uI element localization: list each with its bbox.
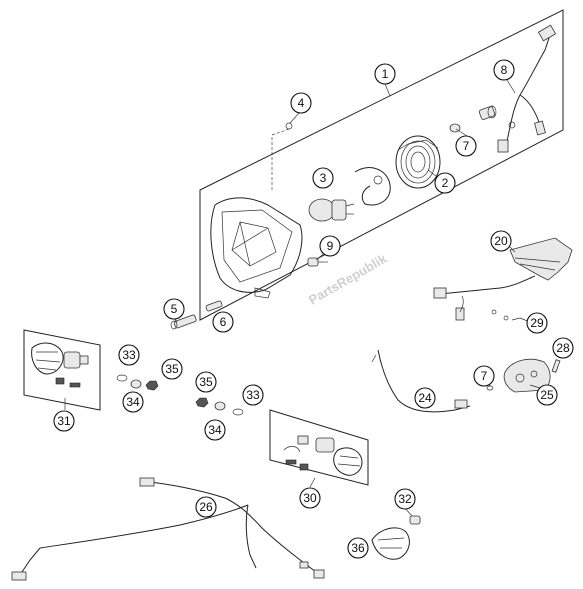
screw-part-28 xyxy=(551,359,561,373)
turn-signal-lens xyxy=(371,527,410,560)
callout-35-right: 35 xyxy=(195,371,217,393)
svg-text:35: 35 xyxy=(199,375,213,389)
rear-wiring-harness xyxy=(433,275,536,321)
svg-text:34: 34 xyxy=(208,423,222,437)
callout-8: 8 xyxy=(493,59,515,81)
callout-9: 9 xyxy=(319,235,341,257)
callout-34-right: 34 xyxy=(204,419,226,441)
headlight-housing xyxy=(210,197,303,299)
parking-bulb-parts xyxy=(449,105,497,133)
svg-text:7: 7 xyxy=(463,139,470,153)
callout-25: 25 xyxy=(536,384,558,406)
svg-text:20: 20 xyxy=(494,234,508,248)
turn-signal-wiring-harness xyxy=(11,477,325,581)
callout-29: 29 xyxy=(526,312,548,334)
callout-24: 24 xyxy=(414,387,436,409)
callout-3: 3 xyxy=(312,167,334,189)
svg-text:34: 34 xyxy=(126,395,140,409)
callout-1: 1 xyxy=(374,63,396,85)
svg-text:32: 32 xyxy=(398,492,412,506)
callout-4: 4 xyxy=(290,92,312,114)
callout-6: 6 xyxy=(212,311,234,333)
svg-text:4: 4 xyxy=(298,96,305,110)
rear-light-bracket xyxy=(509,237,573,281)
turn-signal-bulb xyxy=(409,515,421,525)
mounting-bolt xyxy=(170,314,197,330)
svg-text:35: 35 xyxy=(165,362,179,376)
headlight-assembly-frame xyxy=(199,9,564,321)
front-right-turn-signal-frame xyxy=(269,409,369,486)
callout-33-left: 33 xyxy=(118,344,140,366)
callout-28: 28 xyxy=(552,337,574,359)
svg-text:7: 7 xyxy=(481,369,488,383)
callout-32: 32 xyxy=(394,488,416,510)
headlight-wiring-harness xyxy=(497,24,557,153)
screw-part-4 xyxy=(271,122,293,190)
svg-text:2: 2 xyxy=(442,176,449,190)
front-left-turn-signal-frame xyxy=(23,329,101,411)
svg-text:5: 5 xyxy=(171,302,178,316)
callout-26: 26 xyxy=(195,496,217,518)
svg-text:24: 24 xyxy=(418,391,432,405)
svg-text:6: 6 xyxy=(220,315,227,329)
callout-36: 36 xyxy=(347,537,369,559)
svg-text:28: 28 xyxy=(556,341,570,355)
washer-nut-left-group xyxy=(116,374,159,391)
svg-text:36: 36 xyxy=(351,541,365,555)
watermark: PartsRepublik xyxy=(306,251,390,308)
svg-text:8: 8 xyxy=(501,63,508,77)
svg-text:3: 3 xyxy=(320,171,327,185)
svg-text:33: 33 xyxy=(246,388,260,402)
license-light-cable xyxy=(371,349,471,413)
svg-text:31: 31 xyxy=(57,414,71,428)
callout-2: 2 xyxy=(434,172,456,194)
license-plate-light xyxy=(486,358,551,393)
callout-31: 31 xyxy=(53,410,75,432)
headlight-bulb xyxy=(308,198,355,222)
svg-text:26: 26 xyxy=(199,500,213,514)
callout-30: 30 xyxy=(299,487,321,509)
svg-text:25: 25 xyxy=(540,388,554,402)
adjusting-screw xyxy=(307,257,328,267)
bulb-retainer-clip xyxy=(354,167,391,206)
rubber-dust-cap xyxy=(395,135,441,189)
svg-text:33: 33 xyxy=(122,348,136,362)
callout-35-left: 35 xyxy=(161,358,183,380)
callout-5: 5 xyxy=(163,298,185,320)
svg-text:29: 29 xyxy=(530,316,544,330)
callout-33-right: 33 xyxy=(242,384,264,406)
svg-text:30: 30 xyxy=(303,491,317,505)
callout-7-headlight: 7 xyxy=(455,135,477,157)
svg-text:9: 9 xyxy=(327,239,334,253)
washer-nut-right-group xyxy=(195,397,244,416)
callout-34-left: 34 xyxy=(122,391,144,413)
callout-7-rear: 7 xyxy=(473,365,495,387)
callout-20: 20 xyxy=(490,230,512,252)
svg-text:1: 1 xyxy=(382,67,389,81)
mounting-sleeve xyxy=(205,300,223,312)
